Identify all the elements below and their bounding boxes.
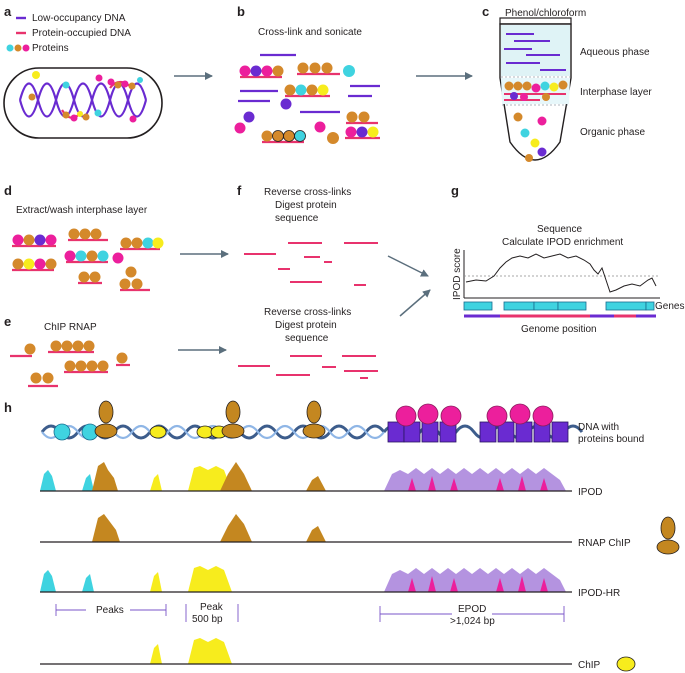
panel-label-f: f (237, 183, 242, 198)
chip-track (40, 638, 572, 665)
legend-low-occupancy: Low-occupancy DNA (32, 13, 126, 24)
legend-protein-occupied: Protein-occupied DNA (32, 28, 131, 39)
panel-label-b: b (237, 4, 245, 19)
epod-label-line2: >1,024 bp (450, 616, 495, 627)
rnap-chip-track (40, 514, 572, 543)
ipod-hr-track (40, 566, 572, 593)
panel-f-bottom-line2: Digest protein (275, 320, 337, 331)
panel-d-title: Extract/wash interphase layer (16, 205, 148, 216)
peaks-label: Peaks (96, 605, 124, 616)
panel-g-line1: Sequence (537, 224, 582, 235)
legend-proteins: Proteins (32, 43, 69, 54)
rnap-icon (656, 516, 680, 555)
epod-label-line1: EPOD (458, 604, 486, 615)
ipod-score-plot (463, 250, 660, 318)
peak-bracket (185, 604, 239, 622)
arrow-f-bottom-to-g (399, 289, 431, 317)
sonicated-fragments (234, 53, 380, 144)
panel-f-top-line2: Digest protein (275, 200, 337, 211)
panel-f-top-line3: sequence (275, 213, 319, 224)
epod-bracket (379, 606, 565, 622)
peak-label-line2: 500 bp (192, 614, 223, 625)
peak-label-line1: Peak (200, 602, 224, 613)
bacterial-cell (3, 67, 163, 139)
dna-with-proteins-illustration (40, 400, 584, 443)
digested-dna-bottom (238, 355, 378, 379)
digested-dna-top (244, 242, 378, 286)
aqueous-phase-label: Aqueous phase (580, 47, 650, 58)
arrow-f-top-to-g (387, 255, 429, 277)
legend-swatch-proteins (6, 44, 30, 52)
panel-b-title: Cross-link and sonicate (258, 27, 362, 38)
panel-f-bottom-line3: sequence (285, 333, 329, 344)
track-label-ipod: IPOD (578, 487, 602, 498)
panel-label-h: h (4, 400, 12, 415)
panel-g-line2: Calculate IPOD enrichment (502, 237, 623, 248)
ipod-track (40, 462, 572, 492)
track-label-ipod-hr: IPOD-HR (578, 588, 620, 599)
track-label-rnap-chip: RNAP ChIP (578, 538, 631, 549)
panel-e-title: ChIP RNAP (44, 322, 97, 333)
panel-c-title: Phenol/chloroform (505, 8, 586, 19)
panel-label-e: e (4, 314, 11, 329)
chip-fragments (10, 340, 130, 388)
panel-label-c: c (482, 4, 489, 19)
panel-label-d: d (4, 183, 12, 198)
organic-phase-label: Organic phase (580, 127, 645, 138)
ipod-score-ylabel: IPOD score (452, 248, 463, 300)
interphase-label: Interphase layer (580, 87, 652, 98)
phase-tube (499, 17, 572, 162)
dna-label-line1: DNA with (578, 422, 619, 433)
peaks-bracket (55, 604, 167, 616)
panel-label-g: g (451, 183, 459, 198)
dna-label-line2: proteins bound (578, 434, 644, 445)
panel-label-a: a (4, 4, 12, 19)
panel-f-bottom-line1: Reverse cross-links (264, 307, 351, 318)
panel-f-top-line1: Reverse cross-links (264, 187, 351, 198)
genome-position-label: Genome position (521, 324, 597, 335)
genes-label: Genes (655, 301, 684, 312)
yellow-protein-icon (616, 656, 636, 672)
interphase-fragments (12, 228, 164, 292)
track-label-chip: ChIP (578, 660, 601, 671)
